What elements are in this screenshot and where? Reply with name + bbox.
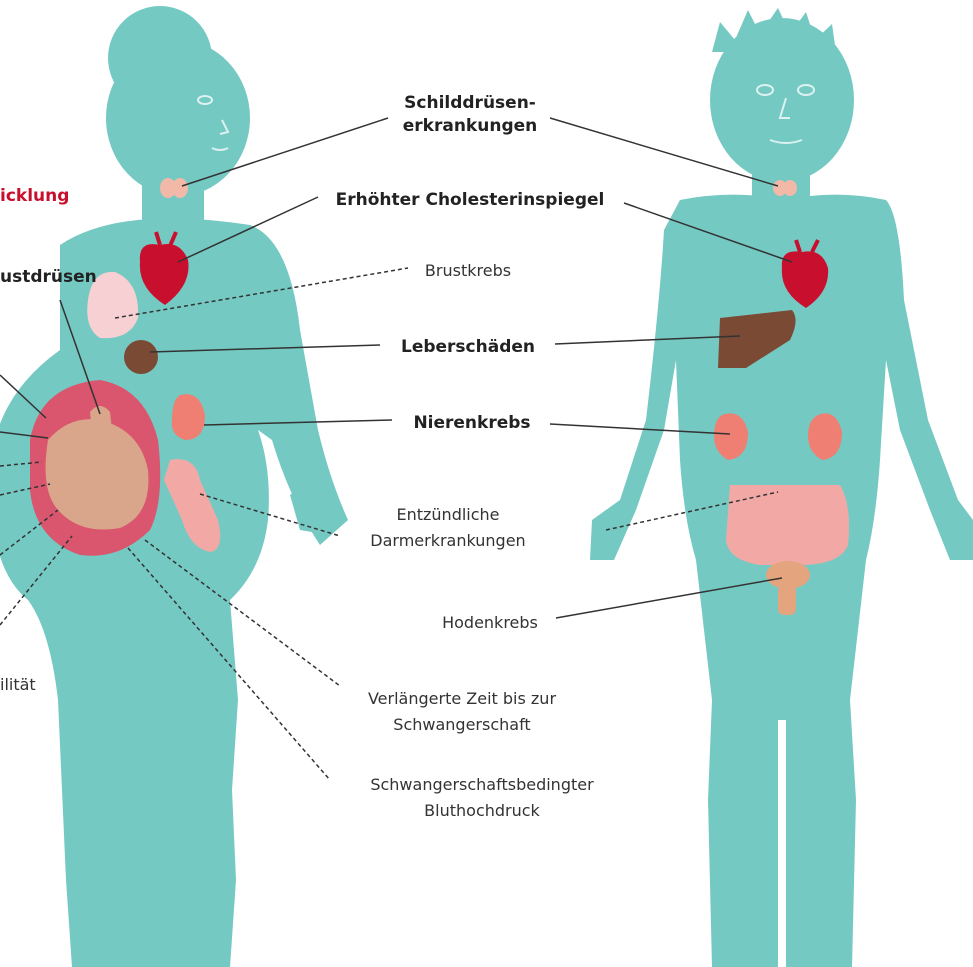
male-leg-gap — [778, 720, 786, 967]
female-body — [0, 218, 348, 967]
label-left-red-partial: icklung — [0, 186, 69, 206]
label-schilddruesen-1: Schilddrüsen- — [404, 93, 536, 113]
female-liver-icon — [124, 340, 158, 374]
label-nierenkrebs: Nierenkrebs — [413, 413, 530, 433]
label-darm-1: Entzündliche — [396, 505, 499, 524]
male-head — [710, 18, 854, 182]
label-left-brustdruesen-partial: ustdrüsen — [0, 267, 97, 287]
label-bluthoch-1: Schwangerschaftsbedingter — [370, 775, 594, 794]
label-darm-2: Darmerkrankungen — [370, 531, 525, 550]
label-schwanger-1: Verlängerte Zeit bis zur — [368, 689, 556, 708]
label-schwanger-2: Schwangerschaft — [393, 715, 530, 734]
label-hodenkrebs: Hodenkrebs — [442, 613, 538, 632]
label-leberschaeden: Leberschäden — [401, 337, 535, 357]
label-cholesterin: Erhöhter Cholesterinspiegel — [336, 190, 605, 210]
label-schilddruesen-2: erkrankungen — [403, 116, 538, 136]
male-intestine-icon — [726, 485, 849, 565]
label-brustkrebs: Brustkrebs — [425, 261, 511, 280]
label-bluthoch-2: Bluthochdruck — [424, 801, 540, 820]
label-left-fertilitaet-partial: ilität — [0, 675, 36, 694]
